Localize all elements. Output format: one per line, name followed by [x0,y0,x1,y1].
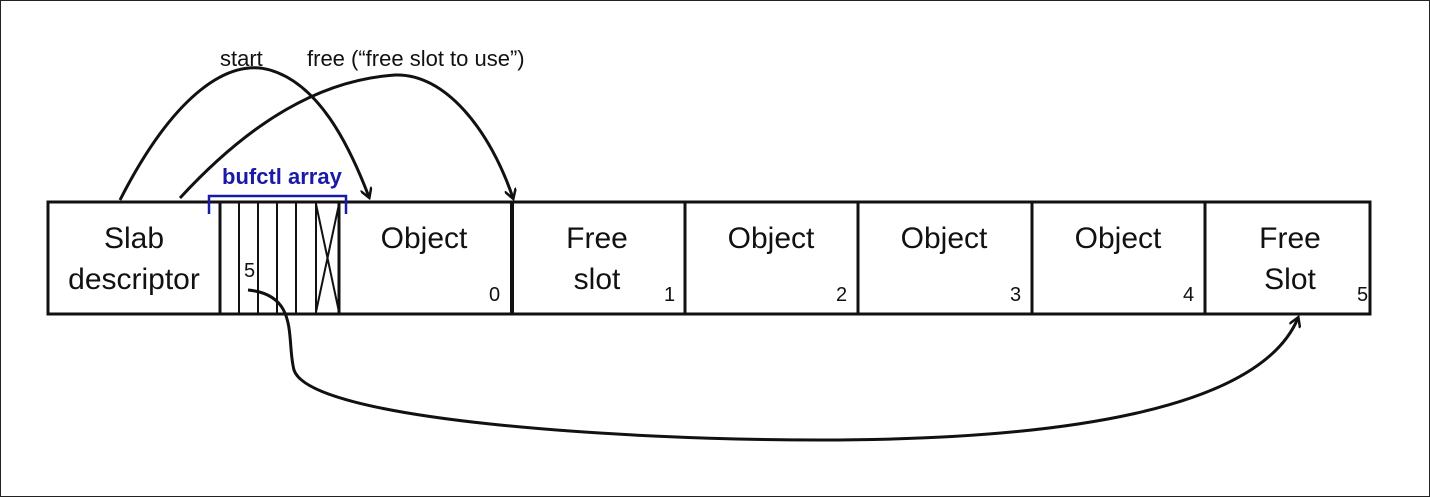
bufctl-bracket [207,194,348,214]
object-4-label: Object [1075,222,1162,255]
free-slot-1-index: 1 [664,284,675,306]
free-slot-1-line1: Free [566,222,628,255]
free-slot-5-index: 5 [1357,284,1368,306]
free-slot-5-line2: Slot [1264,263,1316,296]
slab-descriptor-line2: descriptor [68,263,200,296]
free-slot-5-line1: Free [1259,222,1321,255]
object-4-index: 4 [1183,284,1194,306]
free-slot-1-line2: slot [574,263,621,296]
object-0-index: 0 [489,284,500,306]
start-arrow [118,66,369,201]
free-label: free (“free slot to use”) [307,46,525,71]
bufctl-next-arrow [247,288,1298,442]
object-3-label: Object [901,222,988,255]
slab-outline [46,200,1372,316]
object-2-index: 2 [836,284,847,306]
free-arrow [178,73,513,198]
object-2-label: Object [728,222,815,255]
bufctl-cross [315,203,340,313]
bufctl-array-label: bufctl array [222,164,343,189]
bufctl-value: 5 [244,260,255,282]
object-0-label: Object [381,222,468,255]
object-3-index: 3 [1010,284,1021,306]
slab-descriptor-line1: Slab [104,222,164,255]
